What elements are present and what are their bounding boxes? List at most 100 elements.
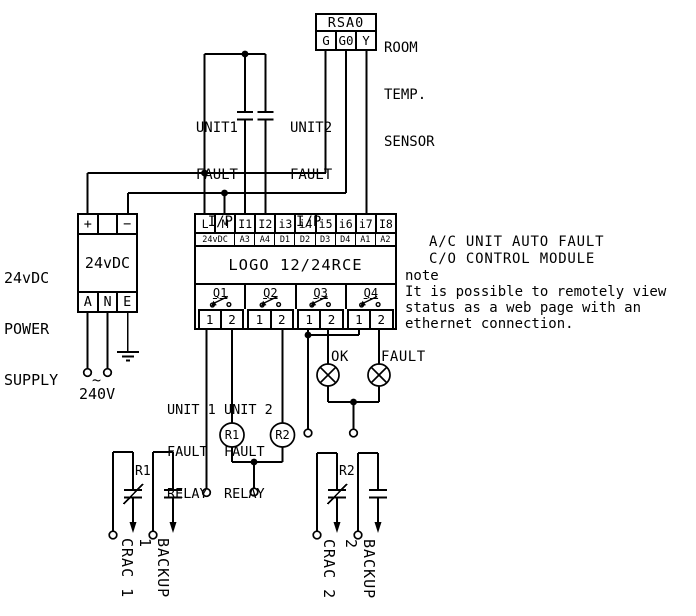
module-subterminal-row: 24vDC A3 A4 D1 D2 D3 D4 A1 A2 [196, 234, 395, 247]
terminal-circle [303, 428, 313, 438]
wire-lamp-common [307, 330, 360, 429]
terminal-L: L [196, 215, 217, 232]
output-q3: Q3 [297, 285, 347, 309]
subterminal-d1: D1 [275, 234, 296, 245]
psu-terminal-blank [99, 215, 119, 233]
wire-backup1-branch [152, 451, 174, 531]
subterminal-d3: D3 [316, 234, 336, 245]
crac2-label: CRAC 2 [320, 539, 338, 600]
subterminal-a3: A3 [235, 234, 256, 245]
q1-contact-icon [209, 295, 232, 308]
sensor-terminals: G G0 Y [317, 32, 375, 49]
r2-contact-icon [326, 483, 348, 505]
terminal-circle [102, 367, 113, 378]
crac1-label: CRAC 1 [118, 538, 136, 599]
room-sensor-label: ROOM TEMP. SENSOR [384, 40, 435, 150]
mains-voltage-label: 240V [79, 385, 116, 403]
wire-top-loop [203, 53, 267, 213]
room-temp-sensor-box: RSA0 G G0 Y [315, 13, 377, 51]
psu-box: + − 24vDC A N E [77, 213, 138, 313]
mains-ac-symbol: ~ [92, 371, 102, 389]
junction-dot [304, 331, 312, 339]
subterminal-a2: A2 [380, 234, 391, 245]
psu-terminal-a: A [79, 293, 99, 311]
ok-lamp-label: OK [331, 349, 349, 365]
r2-contact-label: R2 [339, 464, 355, 479]
terminal-circle [82, 367, 93, 378]
junction-dot [221, 189, 228, 197]
output-q4: Q4 [363, 286, 379, 300]
module-terminal-row: L M I1 I2 i3 i4 i5 i6 i7 I8 [196, 215, 395, 234]
subterminal-24vdc: 24vDC [196, 234, 236, 245]
wire-mains [86, 313, 129, 369]
terminal-M: M [216, 215, 237, 232]
terminal-circle [148, 530, 158, 540]
subterminal-a1: A1 [356, 234, 376, 245]
output-q1: Q1 [196, 285, 247, 309]
relay-coil-r2-label: R2 [275, 428, 290, 442]
terminal-circle [201, 487, 212, 498]
sensor-terminal-g: G [317, 32, 337, 49]
unit2-fault-relay-label: UNIT 2 FAULT RELAY [224, 402, 273, 502]
subterminal-d4: D4 [336, 234, 356, 245]
psu-terminal-e: E [123, 294, 132, 310]
psu-terminal-plus: + [79, 215, 99, 233]
wire-crac2-branch [316, 452, 338, 531]
fault-lamp-label: FAULT [381, 349, 426, 365]
terminal-circle [108, 530, 118, 540]
junction-dot [201, 169, 208, 177]
note-line2: status as a web page with an [405, 300, 642, 316]
wire-lamp-return [328, 401, 379, 429]
fault-lamp-icon [367, 363, 391, 387]
arrow-down-icon [129, 522, 137, 533]
backup2-label: BACKUP 2 [342, 539, 378, 600]
note-line3: ethernet connection. [405, 316, 574, 332]
module-output-row: Q1 Q2 Q3 Q4 [196, 283, 395, 309]
backup1-label: BACKUP 1 [136, 538, 172, 599]
psu-label: 24vDC POWER SUPPLY [4, 269, 59, 389]
wire-backup2-branch [357, 452, 379, 531]
psu-terminals-bottom: A N E [79, 291, 136, 311]
relay-coil-r2-icon [269, 422, 296, 448]
subterminal-a4: A4 [255, 234, 276, 245]
module-title-line1: A/C UNIT AUTO FAULT [429, 234, 605, 250]
note-label: note [405, 268, 439, 284]
terminal-I8: I8 [378, 216, 393, 231]
terminal-circle [312, 530, 322, 540]
note-line1: It is possible to remotely view [405, 284, 667, 300]
terminal-I2: I2 [256, 215, 277, 232]
sensor-terminal-g0: G0 [337, 32, 357, 49]
backup1-contact-icon [164, 489, 182, 499]
logo-module-box: L M I1 I2 i3 i4 i5 i6 i7 I8 24vDC A3 A4 … [194, 213, 397, 330]
ok-lamp-icon [316, 363, 340, 387]
terminal-I3: i3 [276, 215, 297, 232]
sensor-title: RSA0 [317, 15, 375, 32]
junction-dot [350, 398, 357, 406]
terminal-I7: i7 [357, 215, 377, 232]
terminal-circle [348, 428, 359, 438]
subterminal-d2: D2 [295, 234, 316, 245]
wire-crac1-branch [112, 451, 134, 531]
psu-terminal-minus: − [123, 216, 132, 232]
terminal-I5: i5 [317, 215, 337, 232]
terminal-circle [353, 530, 363, 540]
q2-contact-icon [259, 295, 282, 308]
sensor-terminal-y: Y [362, 33, 370, 48]
backup2-contact-icon [369, 489, 387, 499]
relay-coil-r1-icon [219, 422, 245, 448]
junction-dot [241, 50, 249, 58]
module-title-line2: C/O CONTROL MODULE [429, 251, 596, 267]
arrow-down-icon [333, 522, 341, 533]
unit1-fault-relay-label: UNIT 1 FAULT RELAY [167, 402, 216, 502]
junction-dot [250, 458, 258, 466]
terminal-I6: i6 [337, 215, 357, 232]
unit1-fault-contact-icon [237, 111, 253, 121]
q3-contact-icon [309, 295, 331, 308]
terminal-circle [249, 487, 259, 497]
psu-terminal-n: N [99, 293, 119, 311]
